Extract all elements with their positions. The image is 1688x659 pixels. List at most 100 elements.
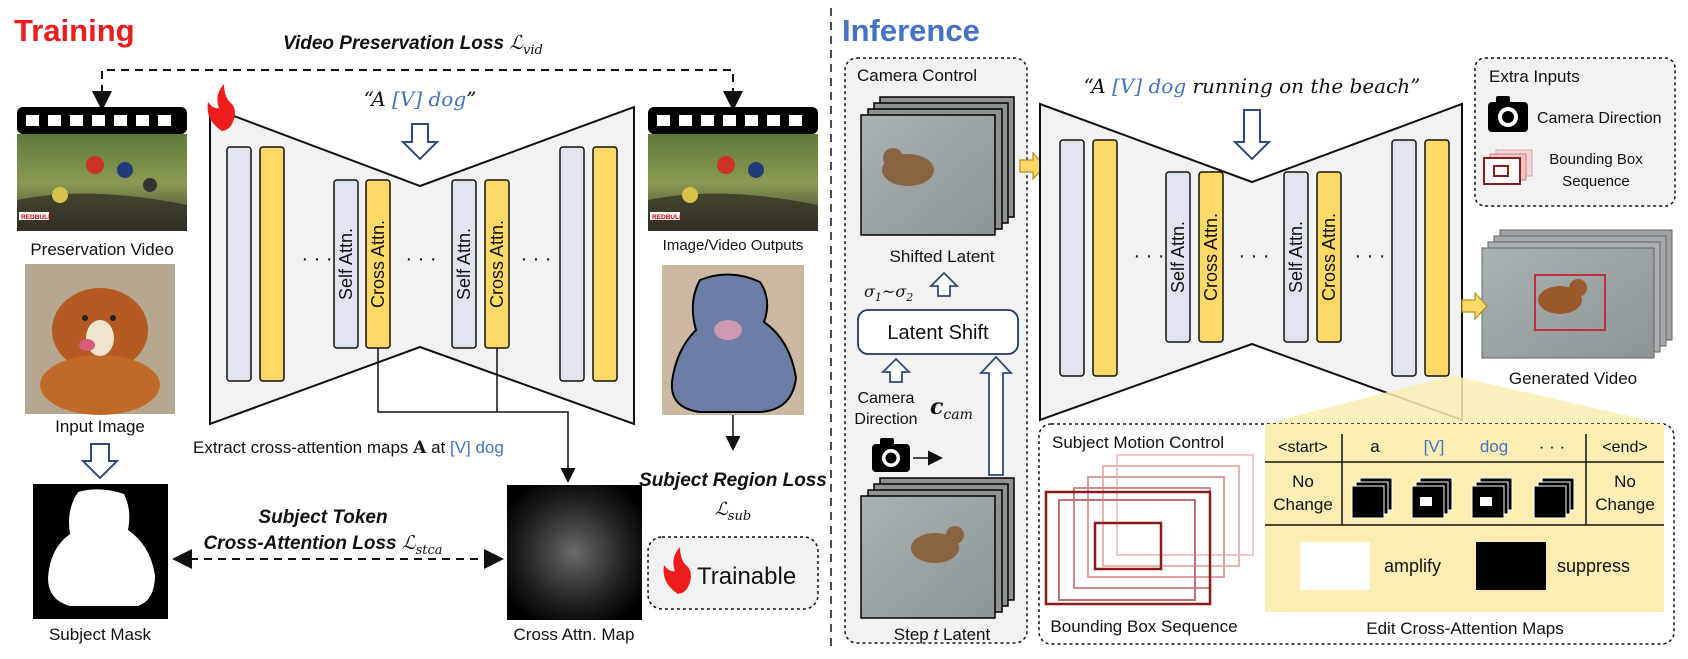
step-latent-label: Step t Latent	[894, 625, 991, 644]
bounding-box-sequence-drawing	[1044, 454, 1254, 606]
cross-attention-map-image	[507, 485, 642, 620]
output-image-thumbnail	[662, 265, 804, 415]
up-arrow-camera	[880, 357, 912, 383]
no-change-left-2: Change	[1273, 495, 1333, 514]
unet-block-grey	[226, 146, 252, 382]
up-arrow-small	[928, 271, 960, 297]
extract-text: Extract cross-attention maps A at [V] do…	[193, 438, 504, 458]
dots: · · ·	[520, 248, 551, 270]
prompt-arrow	[1232, 109, 1272, 161]
bbox-sequence-line2: Sequence	[1562, 173, 1630, 190]
cross-attn-block	[1198, 171, 1224, 343]
svg-text:REDBULL: REDBULL	[652, 214, 683, 221]
suppress-swatch	[1476, 542, 1546, 590]
table-header-dots: · · ·	[1539, 437, 1565, 456]
bbox-sequence-line1: Bounding Box	[1549, 151, 1643, 168]
table-header-a: a	[1370, 437, 1380, 456]
table-header-start: <start>	[1278, 439, 1328, 456]
unet-block-grey	[1059, 139, 1085, 377]
self-attn-label: Self Attn.	[1286, 221, 1306, 293]
camera-icon	[872, 438, 910, 472]
unet-block-yellow	[1424, 139, 1450, 377]
extra-inputs-label: Extra Inputs	[1489, 67, 1580, 86]
self-attn-block	[1283, 171, 1309, 343]
amplify-label: amplify	[1384, 556, 1441, 576]
callout-wedge	[1265, 376, 1664, 424]
self-attn-label: Self Attn.	[336, 228, 356, 300]
sigma-range: σ1~σ2	[864, 282, 913, 304]
cross-attn-label: Cross Attn.	[487, 220, 507, 308]
latent-shift-box	[857, 309, 1019, 355]
subject-motion-control-label: Subject Motion Control	[1052, 433, 1224, 452]
to-output-arrow	[1461, 291, 1488, 321]
self-attn-block	[451, 179, 477, 349]
unet-block-yellow	[592, 146, 618, 382]
self-attn-block	[333, 179, 359, 349]
bounding-box-icon	[1483, 149, 1533, 185]
subject-mask-label: Subject Mask	[49, 625, 152, 644]
attention-map-v	[1411, 477, 1453, 519]
attention-map-dog	[1471, 477, 1513, 519]
table-header-v: [V]	[1424, 437, 1445, 456]
svg-text:REDBULL: REDBULL	[21, 214, 52, 221]
subject-region-loss-symbol: ℒsub	[715, 499, 751, 524]
training-title: Training	[14, 13, 135, 48]
extra-camera-direction-label: Camera Direction	[1537, 110, 1661, 127]
amplify-swatch	[1300, 542, 1370, 590]
subject-region-loss-label: Subject Region Loss	[639, 470, 827, 491]
no-change-left-1: No	[1292, 472, 1314, 491]
no-change-right-1: No	[1614, 472, 1636, 491]
shifted-latent-label: Shifted Latent	[890, 247, 995, 266]
input-image-label: Input Image	[55, 417, 145, 436]
shifted-latent-stack	[860, 96, 1015, 236]
outputs-label: Image/Video Outputs	[663, 237, 804, 254]
video-preservation-loss-label: Video Preservation Loss ℒvid	[283, 32, 543, 58]
table-header-dog: dog	[1480, 437, 1508, 456]
up-arrow-tall	[978, 355, 1014, 476]
cross-attn-block	[1316, 171, 1342, 343]
attention-map-rest	[1533, 477, 1575, 519]
camera-direction-line1: Camera	[858, 390, 915, 407]
stca-loss-line2: Cross-Attention Loss ℒstca	[203, 532, 442, 558]
vid-loss-connector	[92, 69, 743, 111]
cross-attn-label: Cross Attn.	[1319, 213, 1339, 301]
trainable-legend	[647, 536, 819, 610]
cross-attn-label: Cross Attn.	[1201, 213, 1221, 301]
preservation-video-label: Preservation Video	[30, 240, 173, 259]
video-output-thumbnail: REDBULL	[648, 107, 818, 231]
prompt-arrow	[400, 123, 440, 161]
table-header-end: <end>	[1602, 439, 1647, 456]
dots: · · ·	[1238, 245, 1269, 267]
input-image-thumbnail	[25, 264, 175, 415]
bbox-sequence-label: Bounding Box Sequence	[1050, 617, 1237, 636]
dots: · · ·	[405, 248, 436, 270]
attention-map-a	[1351, 477, 1393, 519]
dots: · · ·	[1354, 245, 1385, 267]
camera-direction-line2: Direction	[854, 411, 917, 428]
cross-attention-map-label: Cross Attn. Map	[514, 625, 635, 644]
step-latent-stack	[860, 477, 1015, 619]
unet-block-grey	[559, 146, 585, 382]
preservation-video-thumbnail: REDBULL	[17, 107, 187, 231]
inference-title: Inference	[842, 13, 980, 48]
edit-maps-label: Edit Cross-Attention Maps	[1366, 619, 1563, 638]
fire-icon	[207, 84, 235, 131]
unet-block-yellow	[259, 146, 285, 382]
latent-shift-label: Latent Shift	[887, 322, 989, 344]
generated-video-stack	[1481, 229, 1673, 359]
training-prompt: “A [V] dog”	[364, 87, 477, 111]
dots: · · ·	[301, 248, 332, 270]
self-attn-block	[1165, 171, 1191, 343]
stca-loss-line1: Subject Token	[258, 507, 387, 528]
suppress-label: suppress	[1557, 556, 1630, 576]
inference-prompt: “A [V] dog running on the beach”	[1084, 74, 1421, 98]
dots: · · ·	[1133, 245, 1164, 267]
subject-mask-image	[33, 484, 168, 619]
cross-attn-label: Cross Attn.	[368, 220, 388, 308]
to-mask-arrow	[80, 443, 120, 480]
self-attn-label: Self Attn.	[454, 228, 474, 300]
camera-icon	[1488, 96, 1528, 132]
extract-connector	[377, 348, 576, 483]
unet-block-grey	[1391, 139, 1417, 377]
